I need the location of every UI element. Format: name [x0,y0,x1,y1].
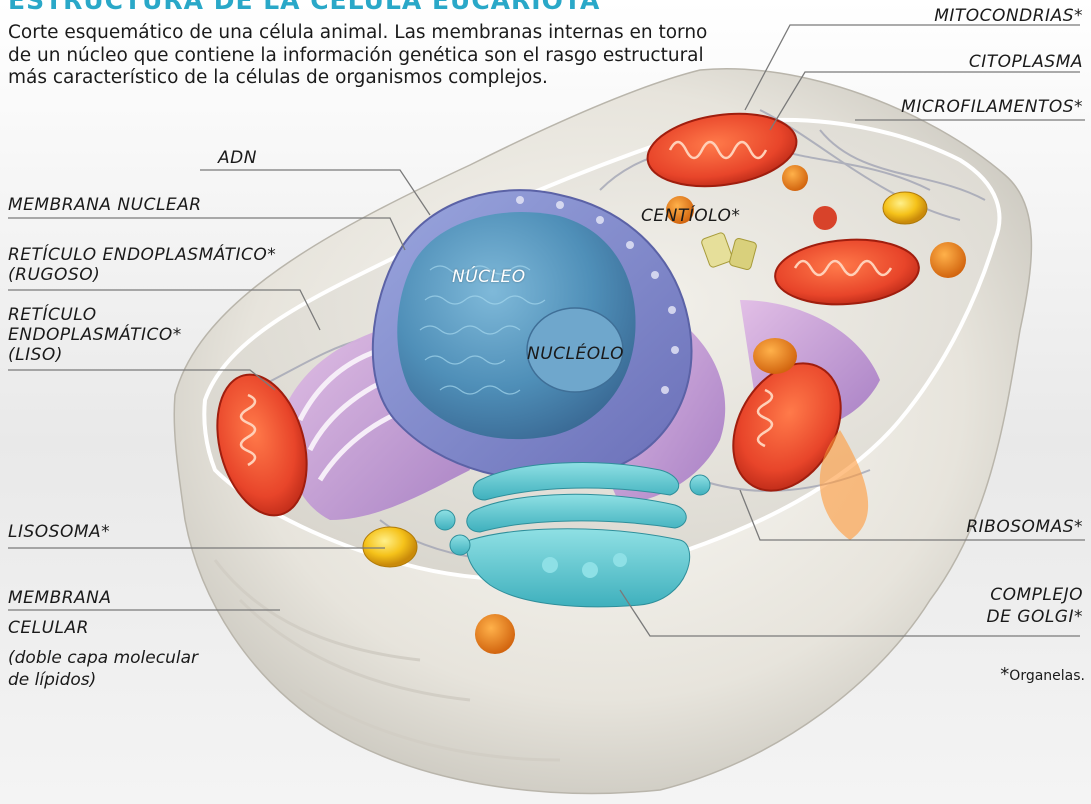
label-mitocondrias: MITOCONDRIAS* [934,6,1083,26]
page-title: ESTRUCTURA DE LA CÉLULA EUCARIOTA [8,0,600,15]
label-nucleo: NÚCLEO [452,267,526,287]
label-lisosoma: LISOSOMA* [8,522,110,542]
intro-text: Corte esquemático de una célula animal. … [8,22,708,90]
label-golgi-line2: DE GOLGI* [987,607,1083,627]
footnote-star: * [1000,664,1009,685]
label-reticulo-liso-line2: ENDOPLASMÁTICO* [8,325,182,345]
footnote-text: Organelas. [1009,668,1085,684]
label-membrana-nuclear: MEMBRANA NUCLEAR [8,195,202,215]
label-reticulo-liso-line3: (LISO) [8,345,63,365]
label-reticulo-rugoso-line1: RETÍCULO ENDOPLASMÁTICO* [8,245,276,265]
footnote-organelas: *Organelas. [1000,664,1085,685]
lysosome [363,527,417,567]
label-golgi-line1: COMPLEJO [990,585,1083,605]
label-membrana-celular-line2: CELULAR [8,618,89,638]
label-membrana-celular-line1: MEMBRANA [8,588,112,608]
label-microfilamentos: MICROFILAMENTOS* [901,97,1083,117]
label-adn: ADN [218,148,257,168]
label-ribosomas: RIBOSOMAS* [966,517,1083,537]
label-membrana-celular-line3: (doble capa molecular [8,648,198,668]
label-nucleolo: NUCLÉOLO [527,344,624,364]
label-centiolo: CENTÍOLO* [641,206,740,226]
label-reticulo-liso-line1: RETÍCULO [8,305,97,325]
label-membrana-celular-line4: de lípidos) [8,670,96,690]
label-citoplasma: CITOPLASMA [969,52,1083,72]
label-reticulo-rugoso-line2: (RUGOSO) [8,265,100,285]
